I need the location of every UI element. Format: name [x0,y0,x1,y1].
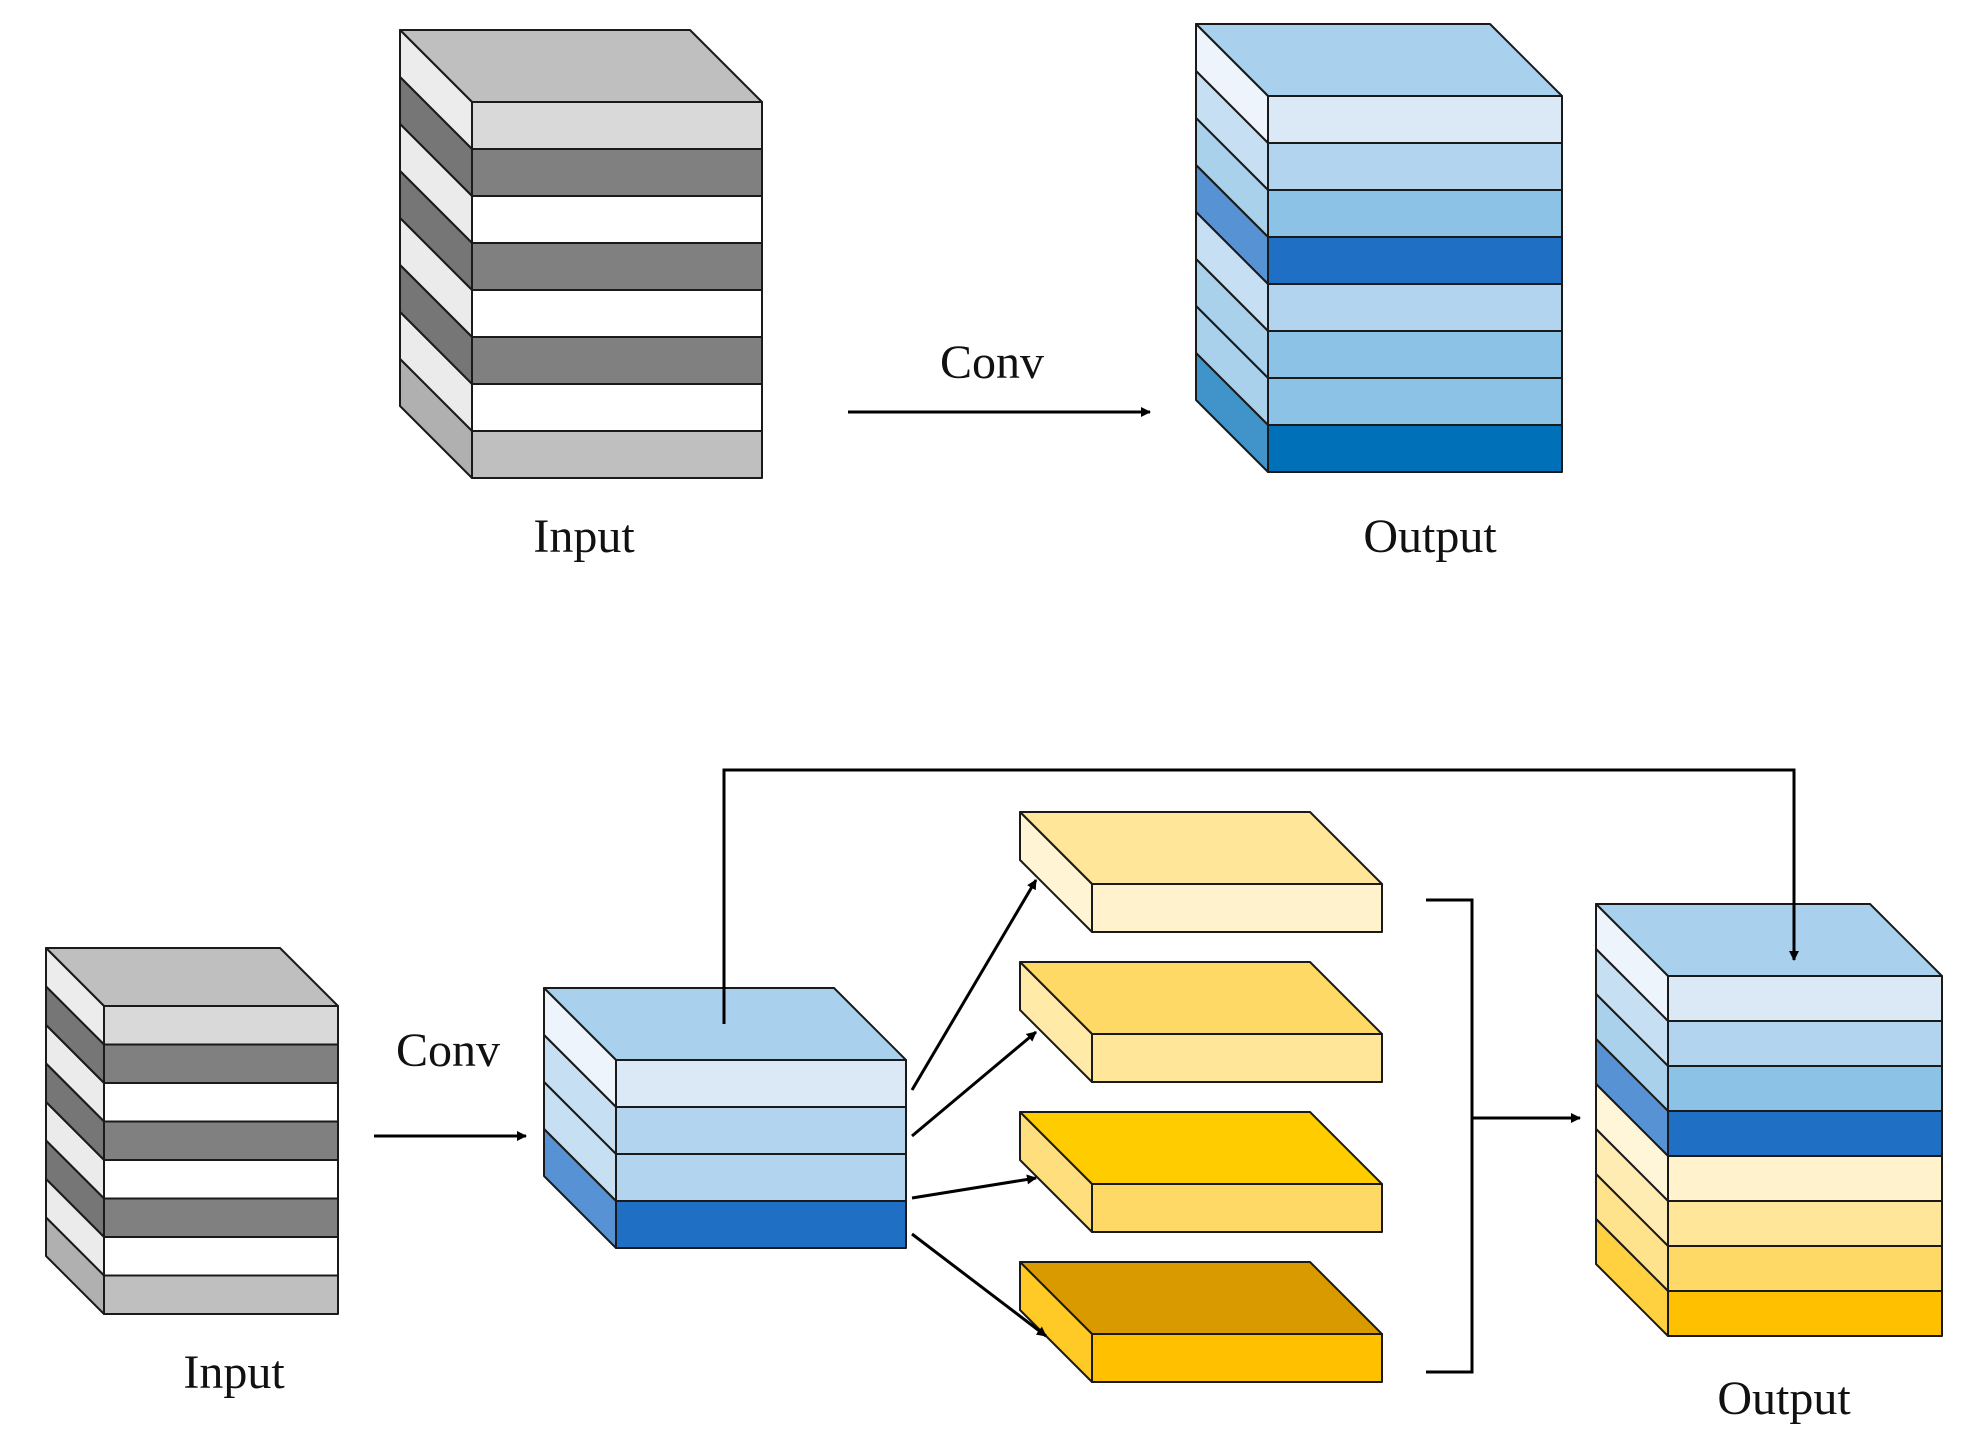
bottom-output-layer-3 [1667,1065,1943,1112]
concat-bracket [1426,898,1474,1374]
bottom-input-layer-7 [103,1236,339,1277]
bottom-output-layer-4 [1667,1110,1943,1157]
top-output-label: Output [1363,510,1497,563]
top-input-layer-7 [471,383,763,432]
top-input-layer-4 [471,242,763,291]
top-output-layer-5 [1267,283,1563,332]
top-output-tensor [1195,23,1563,473]
bottom-output-layer-1 [1667,975,1943,1022]
branch-slabs [1019,811,1383,1383]
bottom-input-label: Input [183,1346,285,1399]
bottom-output-label: Output [1717,1372,1851,1425]
top-input-label: Input [533,510,635,563]
branch-arrow-3 [911,1174,1037,1200]
bottom-conv-layer-1 [615,1059,907,1108]
top-output-layer-6 [1267,330,1563,379]
branch-slab-3-front [1091,1183,1383,1233]
top-output-layer-7 [1267,377,1563,426]
top-input-tensor [399,29,763,479]
bottom-conv-layer-3 [615,1153,907,1202]
bottom-input-layer-6 [103,1197,339,1238]
top-output-layer-4 [1267,236,1563,285]
bottom-conv-layer-2 [615,1106,907,1155]
bottom-output-tensor [1595,903,1943,1337]
bottom-diagram: Conv Input Output [45,768,1943,1425]
branch-slab-2-front [1091,1033,1383,1083]
bottom-conv-label: Conv [396,1024,500,1077]
bottom-output-layer-8 [1667,1290,1943,1337]
top-input-layer-6 [471,336,763,385]
branch-arrow-2 [911,1030,1037,1138]
top-output-layer-1 [1267,95,1563,144]
top-output-layer-8 [1267,424,1563,473]
branch-slab-4-front [1091,1333,1383,1383]
bottom-input-layer-8 [103,1274,339,1315]
bottom-input-layer-2 [103,1043,339,1084]
top-input-layer-3 [471,195,763,244]
top-input-layer-8 [471,430,763,479]
top-conv-label: Conv [940,336,1044,389]
bottom-input-layer-4 [103,1120,339,1161]
top-input-layer-5 [471,289,763,338]
branch-slab-1-front [1091,883,1383,933]
bottom-input-layer-3 [103,1082,339,1123]
skip-connection-arrow [722,768,1799,1024]
top-output-layer-2 [1267,142,1563,191]
bottom-input-layer-1 [103,1005,339,1046]
bottom-input-tensor [45,947,339,1315]
bottom-output-layer-6 [1667,1200,1943,1247]
bottom-input-layer-5 [103,1159,339,1200]
bottom-output-layer-7 [1667,1245,1943,1292]
bottom-conv-layer-4 [615,1200,907,1249]
top-input-layer-2 [471,148,763,197]
top-input-layer-1 [471,101,763,150]
bottom-conv-tensor [543,987,907,1249]
branch-arrow-4 [911,1232,1047,1338]
top-diagram: Conv Input Output [399,23,1563,563]
branch-arrow-1 [910,879,1038,1091]
bottom-output-layer-5 [1667,1155,1943,1202]
top-output-layer-3 [1267,189,1563,238]
bottom-output-layer-2 [1667,1020,1943,1067]
